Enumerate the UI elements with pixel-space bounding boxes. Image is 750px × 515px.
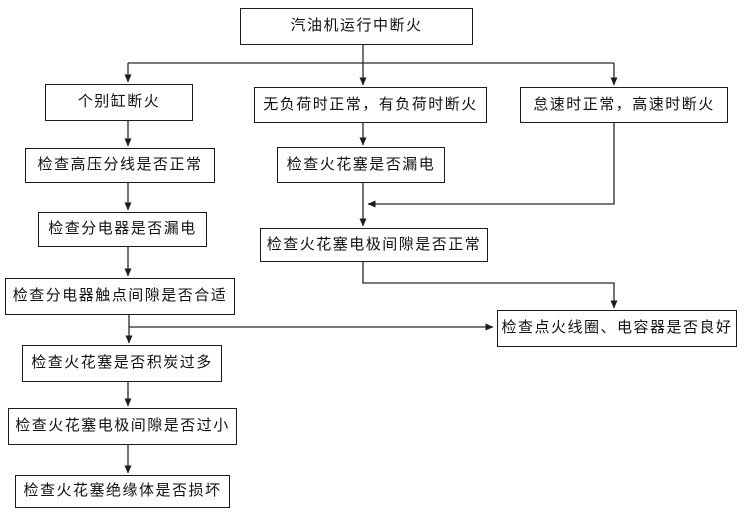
node-check-distributor-leak: 检查分电器是否漏电 [38, 212, 207, 247]
node-branch-highspeed-misfire: 怠速时正常，高速时断火 [520, 87, 728, 123]
node-root: 汽油机运行中断火 [240, 8, 473, 45]
node-check-plug-insulator: 检查火花塞绝缘体是否损坏 [15, 475, 230, 508]
node-check-hv-wire: 检查高压分线是否正常 [25, 148, 215, 183]
node-check-plug-gap-small: 检查火花塞电极间隙是否过小 [8, 408, 237, 445]
node-branch-individual-cylinder: 个别缸断火 [45, 84, 193, 121]
node-branch-load-misfire: 无负荷时正常，有负荷时断火 [254, 87, 487, 123]
node-check-contact-gap: 检查分电器触点间隙是否合适 [5, 278, 235, 315]
edge-branchright-gapnormal [367, 123, 615, 208]
node-check-plug-gap-normal: 检查火花塞电极间隙是否正常 [260, 228, 488, 262]
node-check-coil-capacitor: 检查点火线圈、电容器是否良好 [497, 310, 737, 347]
node-check-plug-leak: 检查火花塞是否漏电 [277, 147, 445, 183]
node-check-plug-carbon: 检查火花塞是否积炭过多 [22, 345, 222, 382]
edge-gapnormal-coil [362, 262, 618, 309]
